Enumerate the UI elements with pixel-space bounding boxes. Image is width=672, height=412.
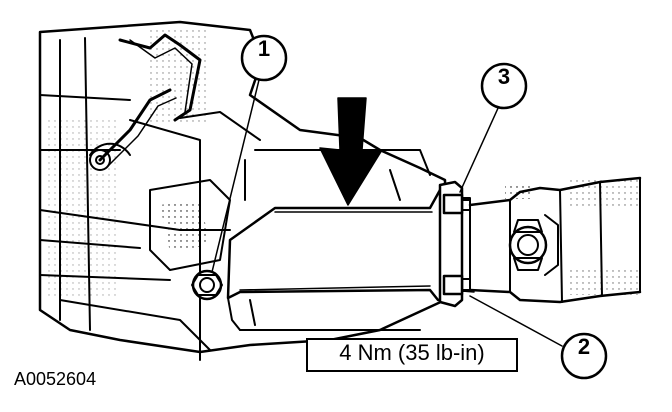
leader-2 <box>469 295 563 347</box>
callout-circle-2 <box>560 332 608 380</box>
callout-leaders <box>211 79 563 347</box>
leader-1 <box>211 79 260 273</box>
bolt-3 <box>442 193 471 215</box>
callout-label-2: 2 <box>577 334 591 359</box>
arrow-down-icon <box>319 97 383 206</box>
fluid-lines <box>98 33 202 167</box>
callout-circle-3 <box>480 62 528 110</box>
driveshaft-u-joint <box>468 176 642 304</box>
callout-circle-1 <box>240 34 288 82</box>
bolt-1 <box>191 269 223 301</box>
figure-id: A0052604 <box>14 369 97 389</box>
heat-shield-bracket <box>226 188 447 331</box>
torque-spec-label: 4 Nm (35 lb-in) <box>306 338 518 372</box>
leader-3 <box>459 105 500 193</box>
bolt-2 <box>442 274 471 296</box>
callout-label-1: 1 <box>257 36 271 61</box>
callout-label-3: 3 <box>497 64 511 89</box>
transmission-case <box>38 20 447 361</box>
